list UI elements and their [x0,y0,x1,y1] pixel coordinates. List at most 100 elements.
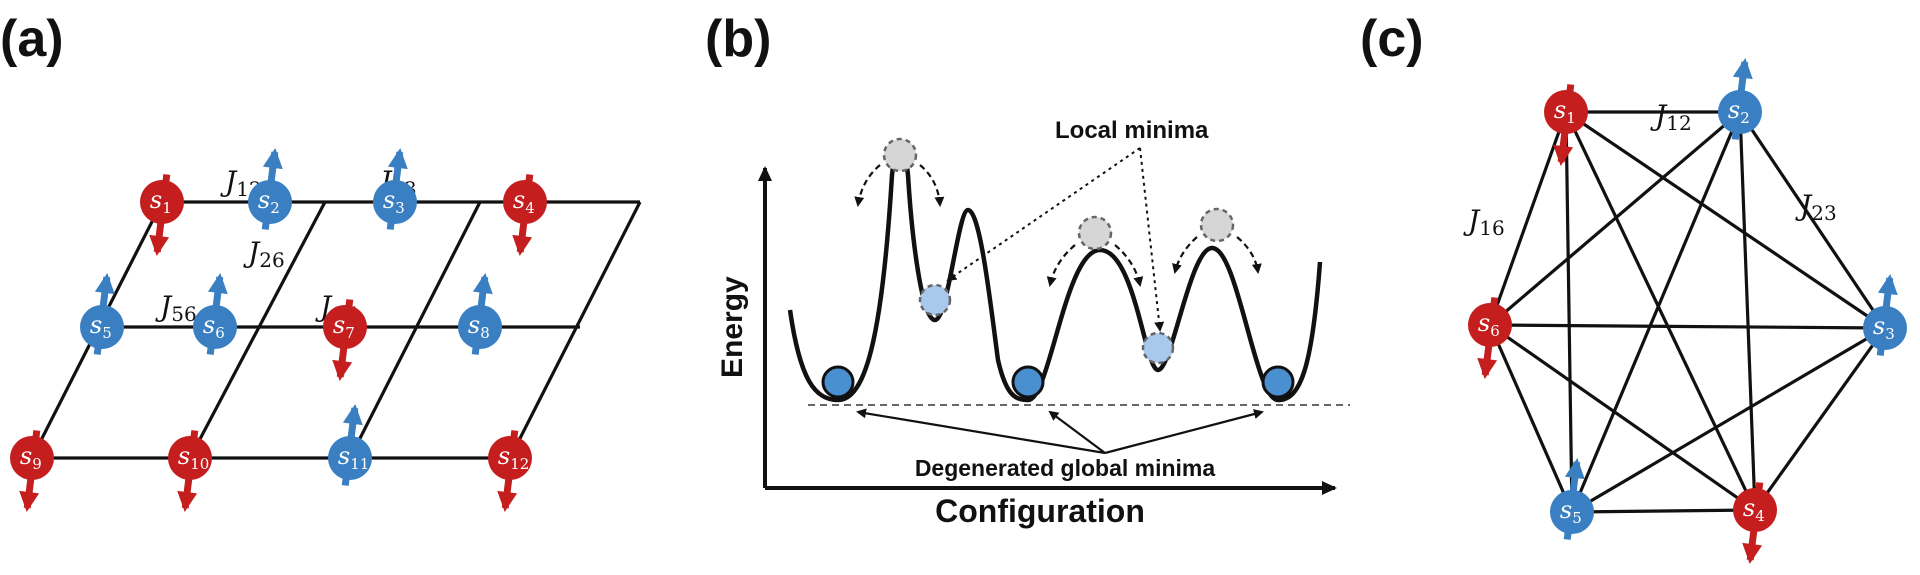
panel-c-couplings: J12 J16 J23 [1463,99,1837,240]
local-minimum-ball [1141,331,1175,365]
panel-b-label: (b) [705,10,771,68]
spin-11-up: s11 [328,404,372,486]
energy-landscape-curve [787,150,1323,403]
spin-4-down: s4 [503,174,547,256]
barrier-top-ball [1077,215,1113,251]
spin-label: s3 [1873,312,1895,343]
coupling-edge-2-5 [1570,111,1742,513]
spin-label: s5 [1560,496,1582,527]
x-axis-label: Configuration [935,493,1145,529]
spin-arrow-head [94,273,115,295]
local-minima-label: Local minima [1055,117,1209,144]
spin-label: s2 [1728,96,1750,127]
panel-c-spins: s1 s2 s3 s4 s5 s6 [1468,58,1907,564]
spin-disc [1544,90,1588,134]
y-axis-label: Energy [716,276,749,378]
spin-disc [503,180,547,224]
coupling-edge-5-6 [1488,324,1574,513]
barrier-top-ball [882,137,918,173]
spin-arrow-head [512,234,533,256]
panel-c-label: (c) [1360,10,1424,68]
coupling-edge-4-6 [1489,323,1756,512]
spin-disc [488,436,532,480]
spin-disc [1718,90,1762,134]
spin-7-down: s7 [323,299,367,381]
lattice-edges [30,200,642,460]
spin-label: s7 [333,311,355,342]
coupling-j16: J16 [1463,204,1505,240]
coupling-edge-3-6 [1489,323,1886,330]
coupling-edge-1-3 [1565,110,1886,330]
spin-arrow-head [207,273,228,295]
spin-arrow-head [332,359,353,381]
spin-label: s1 [150,186,172,217]
spin-label: s2 [258,186,280,217]
panel-a-label: (a) [0,10,64,68]
hop-arrows [854,164,1262,287]
global-minima-pointers [856,408,1264,455]
spin-disc [1733,488,1777,532]
spin-label: s6 [203,311,225,342]
spin-2-up: s2 [1718,58,1762,140]
spin-label: s12 [498,442,529,473]
spin-disc [1468,303,1512,347]
spin-disc [168,436,212,480]
spin-3-up: s3 [1863,274,1907,356]
spin-3-up: s3 [373,148,417,230]
global-minimum-ball [1261,365,1295,399]
barrier-top-ball [1199,207,1235,243]
spin-arrow-head [497,490,518,512]
global-minimum-ball [1011,365,1045,399]
spin-arrow-head [1553,144,1574,166]
spin-label: s4 [513,186,535,217]
local-minimum-ball [918,283,952,317]
spin-disc [80,305,124,349]
spin-disc [10,436,54,480]
spin-disc [248,180,292,224]
spin-arrow-head [342,404,363,426]
coupling-edge-4-5 [1571,508,1756,514]
spin-8-up: s8 [458,273,502,355]
panel-a: (a) J12 J23 J26 J56 J67 s1s2s3s4s5s6s7s8… [0,10,642,512]
spin-disc [193,305,237,349]
spin-5-up: s5 [80,273,124,355]
spin-label: s10 [178,442,209,473]
coupling-j56: J56 [155,290,197,326]
spin-label: s8 [468,311,490,342]
coupling-edge-3-5 [1571,326,1886,514]
spin-arrow-head [177,490,198,512]
coupling-edge-1-4 [1564,111,1757,511]
spin-label: s11 [338,442,369,473]
spin-10-down: s10 [168,430,212,512]
spin-label: s4 [1743,494,1765,525]
spin-label: s6 [1478,309,1500,340]
spin-label: s3 [383,186,405,217]
coupling-j12: J12 [1650,99,1692,135]
panel-b: (b) Energy Configuration Local minima [705,10,1350,529]
spin-label: s9 [20,442,42,473]
spin-2-up: s2 [248,148,292,230]
spin-disc [1550,490,1594,534]
complete-graph-edges [1488,110,1887,514]
spin-arrow-head [1477,357,1498,379]
spin-disc [1863,306,1907,350]
spin-arrow-head [1564,458,1585,480]
spin-arrow-head [1742,542,1763,564]
global-minima-label: Degenerated global minima [915,455,1216,481]
spin-arrow-head [19,490,40,512]
spin-arrow-head [262,148,283,170]
spin-1-down: s1 [1544,84,1588,166]
spin-9-down: s9 [10,430,54,512]
spin-6-down: s6 [1468,297,1512,379]
spin-arrow-head [1732,58,1753,80]
coupling-edge-3-4 [1753,327,1887,511]
spin-4-down: s4 [1733,482,1777,564]
spin-5-up: s5 [1550,458,1594,540]
spin-arrow-head [1877,274,1898,296]
local-minima-pointers [946,147,1165,332]
spin-disc [140,180,184,224]
coupling-j26: J26 [243,236,285,272]
spin-label: s5 [90,311,112,342]
coupling-j23: J23 [1795,189,1837,225]
